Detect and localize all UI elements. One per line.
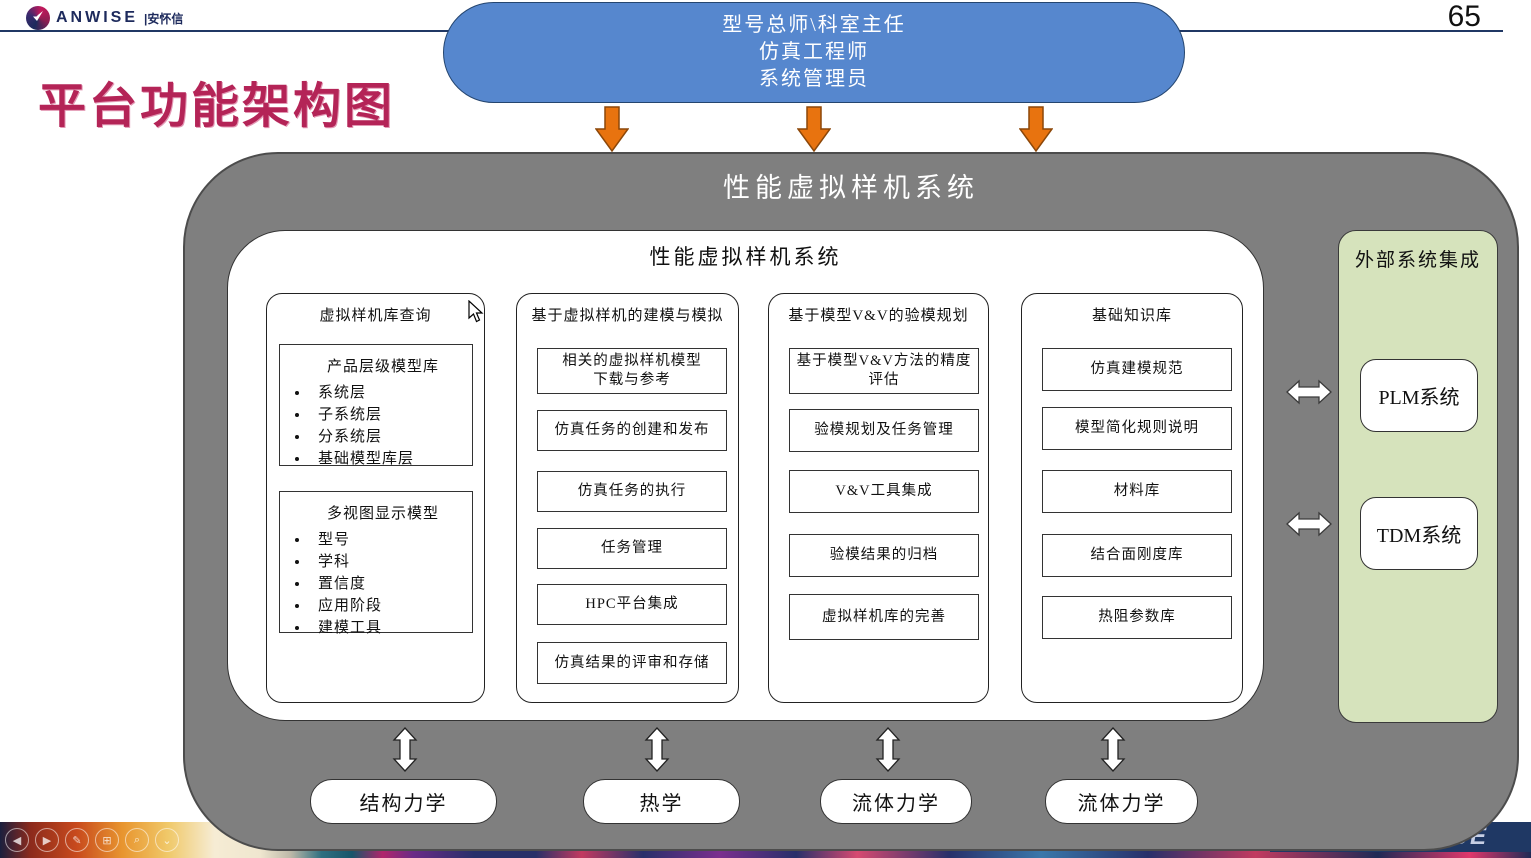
group-title: 多视图显示模型 [326,506,439,522]
function-box: 仿真任务的创建和发布 [537,410,727,451]
column-title: 基于模型V&V的验模规划 [788,308,969,324]
group-multiview-model: 多视图显示模型 型号 学科 置信度 应用阶段 建模工具 [279,491,473,636]
tdm-system-box: TDM系统 [1360,497,1478,570]
list-item: 分系统层 [310,426,472,448]
roles-capsule: 型号总师\科室主任 仿真工程师 系统管理员 [443,2,1185,103]
column-modeling-simulation: 基于虚拟样机的建模与模拟 相关的虚拟样机模型 下载与参考 仿真任务的创建和发布 … [516,293,739,703]
mouse-cursor [468,300,484,323]
edit-icon[interactable]: ✎ [65,828,89,852]
column-vp-library-query: 虚拟样机库查询 产品层级模型库 系统层 子系统层 分系统层 基础模型库层 多视图… [266,293,485,703]
horizontal-double-arrow-icon [1286,379,1332,405]
slide-title: 平台功能架构图 [38,80,396,133]
list-item: 系统层 [310,382,472,404]
previous-icon[interactable]: ◀ [5,828,29,852]
list-item: 子系统层 [310,404,472,426]
outer-system-title: 性能虚拟样机系统 [723,173,979,203]
list-item: 置信度 [310,573,472,595]
list-item: 应用阶段 [310,595,472,617]
external-title: 外部系统集成 [1354,250,1481,271]
plm-system-box: PLM系统 [1360,359,1478,432]
list-item: 学科 [310,551,472,573]
vertical-double-arrow-icon [875,727,901,772]
horizontal-double-arrow-icon [1286,511,1332,537]
anwise-logo-icon [26,6,50,30]
logo-brand-text: ANWISE [56,9,138,26]
page-number: 65 [1447,0,1481,33]
external-integration-panel: 外部系统集成 PLM系统 TDM系统 [1338,230,1498,723]
role-line: 型号总师\科室主任 [722,14,906,36]
function-box: 验模规划及任务管理 [789,409,979,452]
vertical-double-arrow-icon [392,727,418,772]
function-box: 结合面刚度库 [1042,534,1232,577]
list-item: 建模工具 [310,617,472,639]
module-fluid-mechanics: 流体力学 [820,779,972,824]
function-box: 仿真结果的评审和存储 [537,642,727,684]
logo-cn-text: |安怀信 [144,11,184,26]
column-title: 基础知识库 [1091,308,1172,324]
function-box: HPC平台集成 [537,584,727,625]
function-box: 仿真建模规范 [1042,348,1232,391]
function-box: 材料库 [1042,470,1232,513]
function-box: 热阻参数库 [1042,596,1232,639]
down-arrow-icon [797,106,831,152]
function-box: 仿真任务的执行 [537,471,727,512]
module-thermal: 热学 [583,779,740,824]
function-box: 基于模型V&V方法的精度 评估 [789,348,979,394]
column-title: 虚拟样机库查询 [319,308,432,324]
group-product-model-library: 产品层级模型库 系统层 子系统层 分系统层 基础模型库层 [279,344,473,467]
down-arrow-icon [595,106,629,152]
vertical-double-arrow-icon [1100,727,1126,772]
column-title: 基于虚拟样机的建模与模拟 [531,308,724,324]
column-vv-validation-planning: 基于模型V&V的验模规划 基于模型V&V方法的精度 评估 验模规划及任务管理 V… [768,293,989,703]
play-icon[interactable]: ▶ [35,828,59,852]
column-knowledge-base: 基础知识库 仿真建模规范 模型简化规则说明 材料库 结合面刚度库 热阻参数库 [1021,293,1243,703]
role-line: 系统管理员 [759,68,869,90]
function-box: 验模结果的归档 [789,534,979,577]
module-structural-mechanics: 结构力学 [310,779,497,824]
inner-system-panel: 性能虚拟样机系统 虚拟样机库查询 产品层级模型库 系统层 子系统层 分系统层 基… [227,230,1264,721]
function-box: 相关的虚拟样机模型 下载与参考 [537,348,727,394]
group-title: 产品层级模型库 [326,359,439,375]
list-item: 基础模型库层 [310,448,472,470]
down-arrow-icon [1019,106,1053,152]
grid-icon[interactable]: ⊞ [95,828,119,852]
performance-vp-system-container: 性能虚拟样机系统 性能虚拟样机系统 虚拟样机库查询 产品层级模型库 系统层 子系… [183,152,1519,851]
chevron-icon[interactable]: ⌄ [155,828,179,852]
function-box: 虚拟样机库的完善 [789,594,979,640]
list-item: 型号 [310,529,472,551]
player-controls: ◀ ▶ ✎ ⊞ ⌕ ⌄ [0,822,179,858]
inner-system-title: 性能虚拟样机系统 [649,245,842,269]
module-fluid-mechanics: 流体力学 [1045,779,1198,824]
vertical-double-arrow-icon [644,727,670,772]
anwise-logo: ANWISE |安怀信 [26,6,183,30]
role-line: 仿真工程师 [759,41,869,63]
function-box: V&V工具集成 [789,470,979,513]
function-box: 任务管理 [537,528,727,569]
function-box: 模型简化规则说明 [1042,407,1232,450]
search-icon[interactable]: ⌕ [125,828,149,852]
